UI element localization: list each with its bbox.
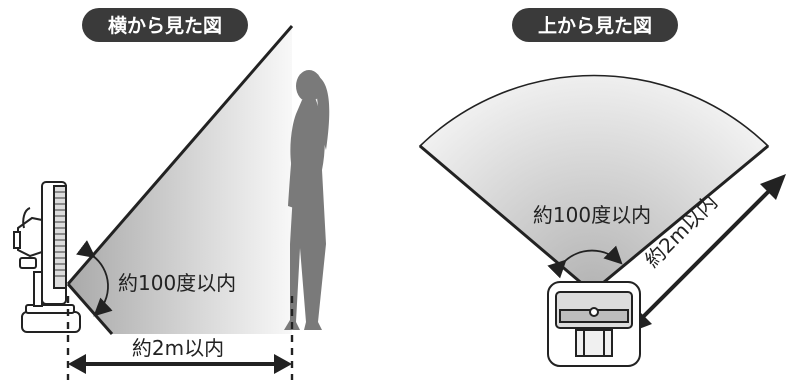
- side-detection-zone: [68, 26, 292, 334]
- side-angle-label: 約100度以内: [118, 271, 236, 295]
- top-angle-label: 約100度以内: [533, 203, 651, 227]
- top-angle-arc: [547, 245, 623, 279]
- fan-top-view-icon: [547, 281, 641, 367]
- side-distance-arrow-left-head: [68, 354, 86, 374]
- side-distance-arrow-right-head: [274, 354, 292, 374]
- top-view-title-badge: 上から見た図: [512, 8, 678, 42]
- top-view-title: 上から見た図: [538, 15, 652, 37]
- side-view: 横から見た図: [13, 8, 330, 380]
- side-view-title-badge: 横から見た図: [82, 8, 248, 42]
- top-distance-arrow: [634, 188, 772, 326]
- side-distance-label: 約2m以内: [132, 336, 224, 360]
- side-view-title: 横から見た図: [108, 14, 222, 37]
- top-detection-sector: [418, 74, 770, 294]
- top-view: 上から見た図 約100度以内 約2m以内: [418, 8, 786, 367]
- person-silhouette-icon: [284, 70, 330, 330]
- side-angle-arc: [76, 240, 113, 317]
- fan-device-icon: [13, 181, 81, 333]
- top-distance-arrow-head-end: [760, 174, 786, 200]
